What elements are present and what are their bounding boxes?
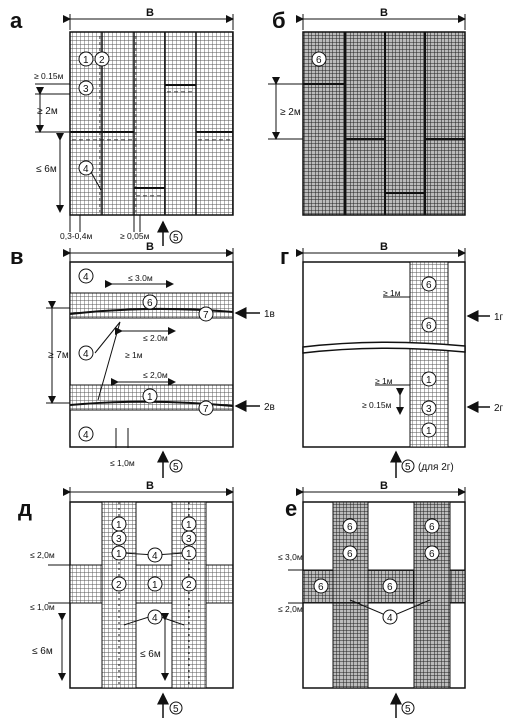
panel-a-c2: 2 [99, 55, 105, 66]
panel-a-dim-h1: ≥ 0.15м [34, 71, 64, 81]
panel-d-c5: 1 [116, 549, 122, 560]
panel-v-c2: 6 [147, 298, 153, 309]
panel-a-width: B [146, 7, 154, 19]
panel-d-d2: ≤ 1,0м [30, 602, 55, 612]
panel-g-arrow-note: (для 2г) [418, 462, 454, 473]
panel-d-letter: д [18, 496, 32, 521]
panel-d-c3: 3 [116, 534, 122, 545]
panel-d-c6: 4 [152, 551, 158, 562]
panel-e-c2: 6 [429, 522, 435, 533]
panel-d-c9: 1 [152, 580, 158, 591]
panel-a-dim-h3: ≤ 6м [36, 164, 57, 175]
panel-e-arrow-num: 5 [405, 704, 411, 715]
panel-d-arrow-num: 5 [173, 704, 179, 715]
panel-a-arrow-num: 5 [173, 233, 179, 244]
panel-v-c7: 4 [83, 430, 89, 441]
panel-g-c5: 1 [426, 426, 432, 437]
panel-v-h1: ≥ 7м [48, 350, 69, 361]
panel-g-d1: ≥ 1м [383, 288, 401, 298]
panel-v-d3: ≤ 2,0м [143, 370, 168, 380]
panel-g-c3: 1 [426, 375, 432, 386]
panel-e-c5: 6 [318, 582, 324, 593]
panel-e-c1: 6 [347, 522, 353, 533]
panel-e-width: B [380, 480, 388, 492]
panel-d-c4: 3 [186, 534, 192, 545]
panel-a-letter: а [10, 8, 23, 33]
panel-e-d1: ≤ 3,0м [278, 552, 303, 562]
panel-a-c3: 3 [83, 84, 89, 95]
panel-e-d2: ≤ 2,0м [278, 604, 303, 614]
panel-d-d3: ≤ 6м [32, 646, 53, 657]
panel-v-width: B [146, 241, 154, 253]
panel-d-d1: ≤ 2,0м [30, 550, 55, 560]
panel-v-arrow-num: 5 [173, 462, 179, 473]
panel-v-c3: 7 [203, 310, 209, 321]
panel-e-letter: е [285, 496, 297, 521]
panel-v: в B ≤ 3.0м ≤ 2.0м ≤ 2,0м ≥ 7м ≥ 1м ≤ 1,0… [10, 241, 275, 478]
panel-g: г B ≥ 1м ≥ 1м ≥ 0.15м 1г 2г 5 (для 2г) 6… [280, 241, 504, 478]
panel-a-gap2: ≥ 0,05м [120, 231, 150, 241]
panel-e-c4: 6 [429, 549, 435, 560]
panel-d-d4: ≤ 6м [140, 649, 161, 660]
panel-a: а B ≥ 0.15м ≥ 2м ≤ 6м 0,3-0,4м ≥ 0,05м [10, 7, 234, 246]
panel-g-line1: 1г [494, 312, 504, 323]
panel-g-width: B [380, 241, 388, 253]
panel-v-h2: ≥ 1м [125, 350, 143, 360]
panel-v-d4: ≤ 1,0м [110, 458, 135, 468]
panel-v-c5: 1 [147, 392, 153, 403]
panel-e-c7: 4 [387, 613, 393, 624]
panel-b-letter: б [272, 8, 286, 33]
panel-g-c4: 3 [426, 404, 432, 415]
panel-d-c10: 2 [186, 580, 192, 591]
panel-b-dim-h1: ≥ 2м [280, 107, 301, 118]
panel-e: е B ≤ 3,0м ≤ 2,0м 5 6 6 6 6 6 6 4 [278, 480, 466, 718]
panel-d-c2: 1 [186, 520, 192, 531]
panel-v-letter: в [10, 244, 24, 269]
panel-v-d1: ≤ 3.0м [128, 273, 153, 283]
panel-d-width: B [146, 480, 154, 492]
panel-a-c1: 1 [83, 55, 89, 66]
panel-e-c3: 6 [347, 549, 353, 560]
panel-b-c1: 6 [316, 55, 322, 66]
panel-d-c8: 2 [116, 580, 122, 591]
panel-d: д B ≤ 2,0м ≤ 1,0м ≤ 6м ≤ 6м 5 1 1 3 [18, 480, 234, 718]
panel-v-c1: 4 [83, 272, 89, 283]
panel-v-c6: 7 [203, 404, 209, 415]
panel-g-d3: ≥ 0.15м [362, 400, 392, 410]
panel-d-c11: 4 [152, 613, 158, 624]
panel-d-c1: 1 [116, 520, 122, 531]
panel-g-letter: г [280, 244, 289, 269]
panel-e-c6: 6 [387, 582, 393, 593]
panel-g-d2: ≥ 1м [375, 376, 393, 386]
panel-v-c4: 4 [83, 349, 89, 360]
panel-g-c1: 6 [426, 280, 432, 291]
panel-g-line2: 2г [494, 403, 504, 414]
panel-a-gap1: 0,3-0,4м [60, 231, 92, 241]
panel-g-arrow-num: 5 [405, 462, 411, 473]
panel-a-c4: 4 [83, 164, 89, 175]
panel-v-line2: 2в [264, 402, 275, 413]
panel-a-dim-h2: ≥ 2м [37, 106, 58, 117]
panel-b-width: B [380, 7, 388, 19]
panel-b: б B ≥ 2м 6 [268, 7, 466, 216]
panel-v-line1: 1в [264, 309, 275, 320]
panel-d-c7: 1 [186, 549, 192, 560]
panel-v-d2: ≤ 2.0м [143, 333, 168, 343]
panel-g-c2: 6 [426, 321, 432, 332]
